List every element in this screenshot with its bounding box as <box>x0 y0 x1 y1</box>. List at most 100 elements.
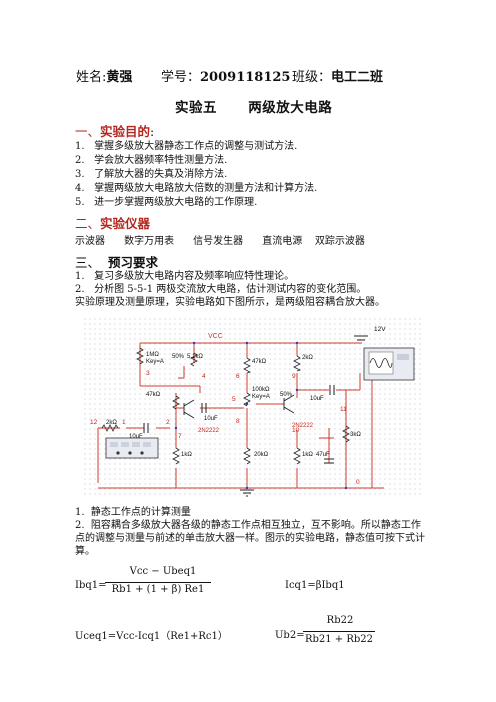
capacitor-c2 <box>201 403 207 413</box>
label-supply: 12V <box>374 326 386 333</box>
analysis-item: 2. 阻容耦合多级放大器各级的静态工作点相互独立，互不影响。所以静态工作 <box>75 520 421 531</box>
class-label: 班级： <box>292 70 332 85</box>
id-label: 学号： <box>161 70 201 85</box>
section-suffix: : <box>150 124 155 139</box>
label-r3: 47kΩ <box>146 392 161 398</box>
resistor-r6 <box>243 392 251 407</box>
node-10: 10 <box>292 427 300 434</box>
formula-icq1: Icq1=βIbq1 <box>285 580 345 591</box>
two-stage-amplifier-circuit: VCC 12V 1MΩ Key=A 50% 5.1kΩ 47kΩ 47kΩ 2k… <box>84 318 424 498</box>
label-r6: 100kΩ <box>252 387 270 393</box>
analysis-item: 算。 <box>75 546 95 557</box>
formula-ibq1-fraction-bar <box>105 582 211 583</box>
node-3: 3 <box>146 370 150 377</box>
resistor-r4 <box>293 355 302 372</box>
label-c3: 10uF <box>310 396 324 402</box>
student-class: 班级：电工二班 <box>292 66 383 85</box>
resistor-r5 <box>243 357 252 374</box>
label-r5: 47kΩ <box>252 359 267 365</box>
label-rs: 2kΩ <box>106 420 117 426</box>
formula-uceq1: Uceq1=Vcc-Icq1（Re1+Rc1） <box>75 631 228 642</box>
page-title: 实验五 两级放大电路 <box>175 100 333 116</box>
resistor-r3 <box>172 395 180 410</box>
transistor-q1 <box>183 399 195 419</box>
node-9: 9 <box>292 373 296 380</box>
instrument-list: 示波器 数字万用表 信号发生器 直流电源 双踪示波器 <box>75 236 365 247</box>
purpose-item: 5. 进一步掌握两级放大电路的工作原理. <box>75 197 258 208</box>
section-number: 一、 <box>75 124 101 139</box>
node-6: 6 <box>236 373 240 380</box>
purpose-item: 3. 了解放大器的失真及消除方法. <box>75 169 228 180</box>
label-pct1: 50% <box>172 354 185 360</box>
preview-item: 1. 复习多级放大电路内容及频率响应特性理论。 <box>75 271 295 282</box>
capacitor-c3 <box>329 385 335 395</box>
grid-background <box>84 318 424 498</box>
formula-ub2-fraction-bar <box>303 631 375 632</box>
node-8: 8 <box>236 418 240 425</box>
node-2: 2 <box>166 419 170 426</box>
label-r1: 1MΩ <box>146 352 159 358</box>
oscilloscope-icon <box>363 347 415 381</box>
preview-item: 2. 分析图 5-5-1 两极交流放大电路，估计测试内容的变化范围。 <box>75 284 367 295</box>
resistor-r8 <box>243 447 251 465</box>
resistor-r1 <box>136 347 144 365</box>
circuit-junctions <box>174 341 348 490</box>
analysis-item: 点的调整与测量与前述的单击放大器一样。图示的实验电路，静态值可按下式计 <box>75 533 425 544</box>
formula-ub2-numerator: Rb22 <box>326 615 354 626</box>
purpose-item: 2. 学会放大器频率特性测量方法. <box>75 155 228 166</box>
node-7: 7 <box>178 433 182 440</box>
class-value: 电工二班 <box>331 70 384 85</box>
resistor-r9 <box>293 447 301 465</box>
label-r8: 20kΩ <box>254 452 269 458</box>
label-key1: Key=A <box>146 359 164 365</box>
student-name: 姓名:黄强 <box>76 66 132 85</box>
node-1: 1 <box>122 419 126 426</box>
node-4: 4 <box>202 373 206 380</box>
node-0: 0 <box>356 479 360 486</box>
signal-generator-icon <box>105 437 159 459</box>
circuit-wires <box>97 342 384 489</box>
section-title: 预习要求 <box>108 255 159 270</box>
section-preview-heading: 三、预习要求 <box>75 252 158 271</box>
student-id: 学号：2009118125 <box>161 66 290 85</box>
formula-ub2-denominator: Rb21 + Rb22 <box>304 634 374 645</box>
resistors <box>101 347 350 465</box>
id-value: 2009118125 <box>200 70 291 85</box>
name-label: 姓名: <box>76 70 107 85</box>
transistors <box>183 394 295 419</box>
section-title: 实验目的 <box>100 124 151 139</box>
label-c2: 10uF <box>204 416 218 422</box>
label-c1: 10uF <box>129 434 143 440</box>
label-r7: 1kΩ <box>181 452 192 458</box>
node-11: 11 <box>340 406 347 413</box>
resistor-rs <box>101 424 119 432</box>
section-number: 三、 <box>75 255 101 270</box>
section-title: 实验仪器 <box>100 216 151 231</box>
purpose-item: 1. 掌握多级放大器静态工作点的调整与测试方法. <box>75 141 298 152</box>
resistor-r7 <box>172 447 180 465</box>
label-r10: 3kΩ <box>350 432 361 438</box>
label-r4: 2kΩ <box>302 355 313 361</box>
resistor-r10 <box>342 425 350 443</box>
dc-supply <box>354 335 368 341</box>
resistor-r2 <box>190 352 198 367</box>
label-pct2: 50% <box>280 392 293 398</box>
analysis-item: 1. 静态工作点的计算测量 <box>75 507 191 518</box>
capacitor-c1 <box>143 423 149 433</box>
label-r9: 1kΩ <box>302 452 313 458</box>
label-vcc: VCC <box>208 333 223 340</box>
formula-ibq1-lhs: Ibq1= <box>75 580 107 591</box>
label-q1: 2N2222 <box>198 428 220 434</box>
formula-ibq1-denominator: Rb1 + (1 + β) Re1 <box>111 584 205 595</box>
section-number: 二、 <box>75 216 101 231</box>
node-12: 12 <box>90 419 98 426</box>
label-q2: 2N2222 <box>292 423 314 429</box>
formula-ub2-lhs: Ub2= <box>275 630 305 641</box>
ground-symbol <box>240 489 254 497</box>
formula-ibq1-numerator: Vcc − Ubeq1 <box>129 566 197 577</box>
section-instruments-heading: 二、实验仪器 <box>75 213 150 232</box>
capacitor-c4 <box>324 458 334 464</box>
purpose-item: 4. 掌握两级放大电路放大倍数的测量方法和计算方法. <box>75 183 318 194</box>
label-c4: 47uF <box>316 452 330 458</box>
name-value: 黄强 <box>106 70 133 85</box>
